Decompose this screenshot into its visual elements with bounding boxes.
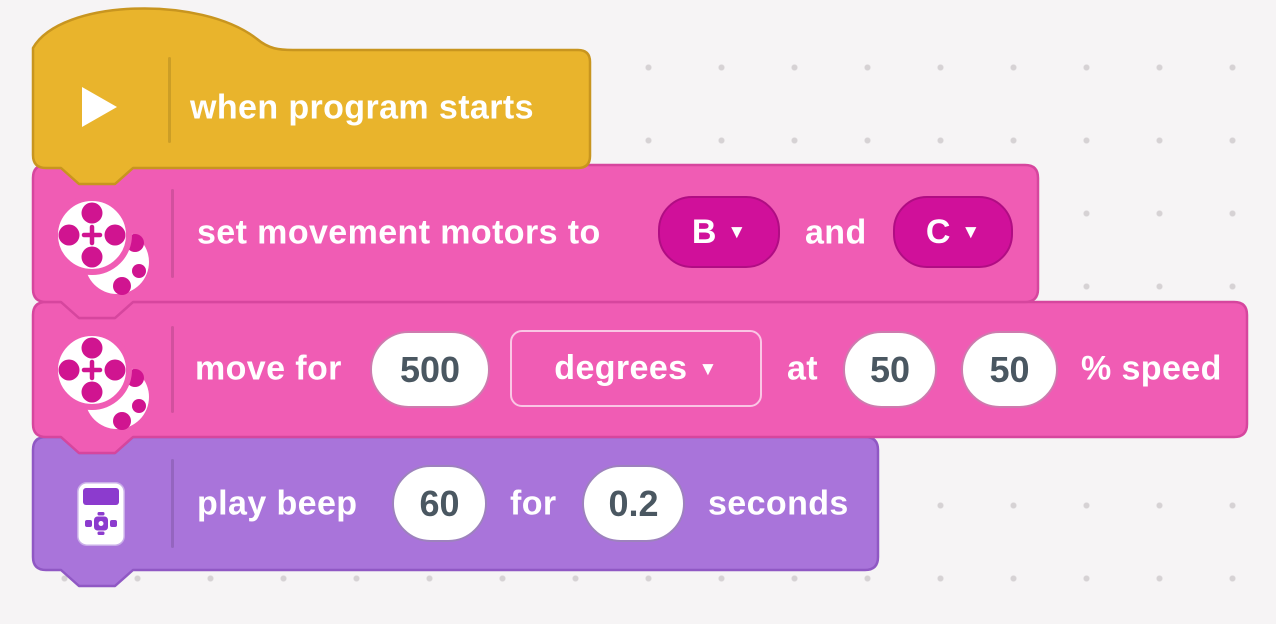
input-value: 60 bbox=[419, 482, 460, 524]
unit-dropdown[interactable]: degrees ▼ bbox=[510, 330, 762, 407]
block-label: for bbox=[510, 484, 557, 523]
block-label: move for bbox=[195, 349, 342, 388]
chevron-down-icon: ▼ bbox=[961, 222, 981, 243]
chevron-down-icon: ▼ bbox=[727, 222, 747, 243]
dropdown-value: degrees bbox=[554, 349, 688, 387]
block-divider bbox=[168, 57, 171, 143]
motor-port-dropdown-a[interactable]: B ▼ bbox=[658, 196, 780, 268]
beep-note-input[interactable]: 60 bbox=[392, 465, 487, 542]
motor-port-dropdown-b[interactable]: C ▼ bbox=[893, 196, 1013, 268]
chevron-down-icon: ▼ bbox=[698, 358, 718, 380]
distance-input[interactable]: 500 bbox=[370, 331, 490, 408]
input-value: 50 bbox=[869, 348, 911, 390]
block-divider bbox=[171, 326, 174, 413]
block-label: and bbox=[805, 213, 867, 252]
block-label: at bbox=[787, 349, 819, 388]
dropdown-value: B bbox=[691, 212, 717, 251]
speed-right-input[interactable]: 50 bbox=[961, 331, 1058, 408]
block-divider bbox=[171, 459, 174, 548]
block-when-program-starts[interactable]: when program starts bbox=[31, 7, 593, 193]
movement-motor-icon bbox=[52, 330, 149, 430]
block-move-for[interactable]: move for 500 degrees ▼ at 50 50 % speed bbox=[31, 300, 1249, 456]
block-label: when program starts bbox=[190, 88, 534, 127]
stack-block-shape bbox=[31, 300, 1249, 455]
stack-block-shape bbox=[31, 163, 1040, 320]
input-value: 500 bbox=[399, 348, 461, 390]
block-label: % speed bbox=[1081, 349, 1222, 388]
speed-left-input[interactable]: 50 bbox=[843, 331, 937, 408]
hat-block-shape bbox=[31, 7, 592, 186]
block-divider bbox=[171, 189, 174, 278]
movement-motor-icon bbox=[52, 195, 149, 295]
block-label: play beep bbox=[197, 484, 358, 523]
beep-duration-input[interactable]: 0.2 bbox=[582, 465, 685, 542]
block-label: set movement motors to bbox=[197, 213, 601, 252]
block-set-movement-motors[interactable]: set movement motors to B ▼ and C ▼ bbox=[31, 163, 1040, 321]
block-label: seconds bbox=[708, 484, 849, 523]
play-icon bbox=[82, 87, 117, 127]
dropdown-value: C bbox=[925, 212, 951, 251]
input-value: 50 bbox=[989, 348, 1030, 390]
block-play-beep[interactable]: play beep 60 for 0.2 seconds bbox=[31, 435, 880, 589]
input-value: 0.2 bbox=[608, 482, 659, 524]
hub-icon bbox=[77, 482, 125, 546]
